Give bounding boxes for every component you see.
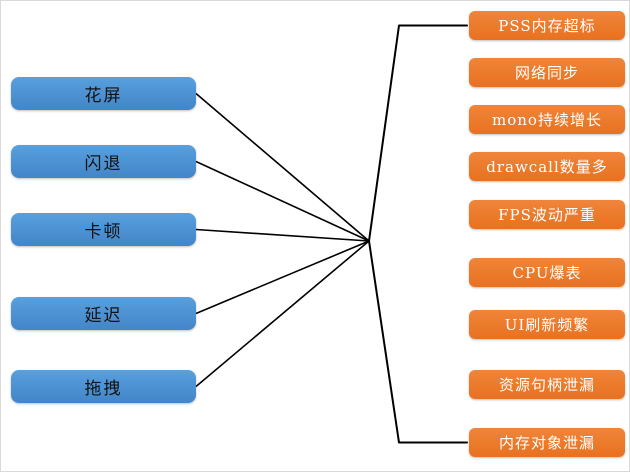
right-node-drawcall-count: drawcall数量多 bbox=[469, 152, 625, 181]
right-node-label: UI刷新频繁 bbox=[504, 316, 590, 334]
left-node-shantui: 闪退 bbox=[11, 145, 196, 178]
left-node-label: 闪退 bbox=[84, 154, 123, 174]
left-node-tuozhuai: 拖拽 bbox=[11, 370, 196, 403]
right-node-label: PSS内存超标 bbox=[498, 17, 596, 35]
right-node-cpu-overload: CPU爆表 bbox=[469, 258, 625, 287]
right-node-label: mono持续增长 bbox=[492, 111, 602, 129]
right-node-label: FPS波动严重 bbox=[498, 206, 596, 224]
right-node-label: 资源句柄泄漏 bbox=[498, 376, 595, 394]
right-node-fps-fluctuation: FPS波动严重 bbox=[469, 200, 625, 229]
left-node-kadun: 卡顿 bbox=[11, 213, 196, 246]
left-node-label: 延迟 bbox=[84, 306, 123, 326]
connector-line-left-0 bbox=[195, 92, 370, 242]
left-node-huaping: 花屏 bbox=[11, 77, 196, 110]
connector-line-left-2 bbox=[195, 228, 370, 242]
right-node-handle-leak: 资源句柄泄漏 bbox=[469, 370, 625, 399]
right-node-pss-memory: PSS内存超标 bbox=[469, 11, 625, 40]
connector-line-left-1 bbox=[195, 160, 370, 242]
connector-line-left-3 bbox=[195, 240, 370, 315]
left-node-label: 花屏 bbox=[84, 86, 123, 106]
bracket-brace bbox=[368, 24, 468, 444]
right-node-object-leak: 内存对象泄漏 bbox=[469, 428, 625, 457]
right-node-label: CPU爆表 bbox=[512, 264, 582, 282]
connector-line-left-4 bbox=[195, 240, 370, 388]
left-node-label: 拖拽 bbox=[84, 379, 123, 399]
right-node-label: 网络同步 bbox=[514, 64, 579, 82]
left-node-label: 卡顿 bbox=[84, 222, 123, 242]
right-node-label: 内存对象泄漏 bbox=[498, 434, 595, 452]
right-node-ui-refresh: UI刷新频繁 bbox=[469, 310, 625, 339]
right-node-mono-growth: mono持续增长 bbox=[469, 105, 625, 134]
right-node-network-sync: 网络同步 bbox=[469, 58, 625, 87]
left-node-yanchi: 延迟 bbox=[11, 297, 196, 330]
right-node-label: drawcall数量多 bbox=[486, 158, 608, 176]
